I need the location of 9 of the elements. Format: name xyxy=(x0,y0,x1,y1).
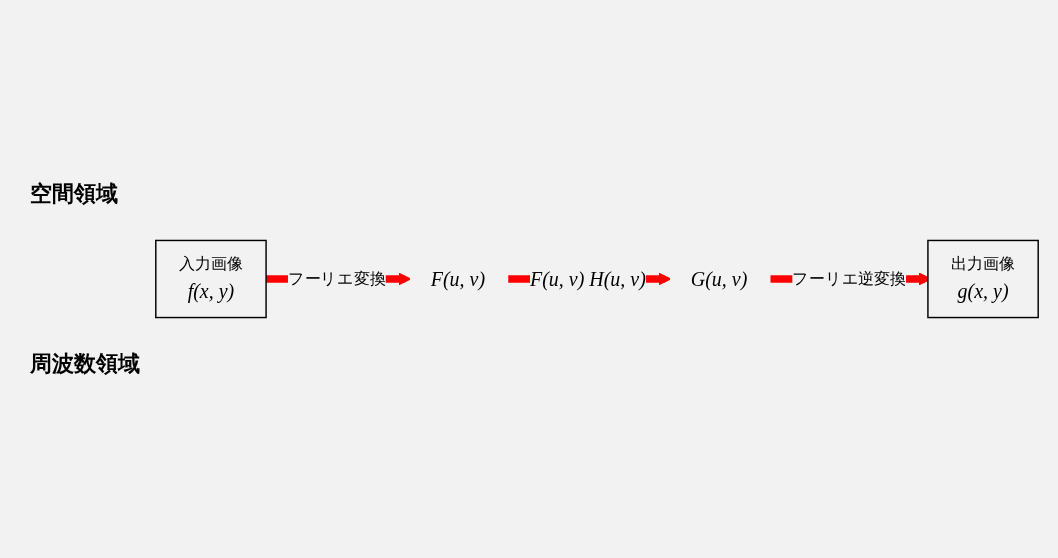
edge-label: F(u, v) H(u, v) xyxy=(530,267,646,291)
node-box: 出力画像 g(x, y) xyxy=(927,239,1039,319)
edge-label: フーリエ逆変換 xyxy=(792,269,907,289)
node-text: F(u, v) xyxy=(430,267,486,291)
node-text: G(u, v) xyxy=(690,267,748,291)
node-box: 入力画像 f(x, y) xyxy=(155,239,267,319)
domain-label: 空間領域 xyxy=(30,180,119,208)
domain-label: 周波数領域 xyxy=(30,350,141,378)
edge-label: フーリエ変換 xyxy=(287,269,386,289)
